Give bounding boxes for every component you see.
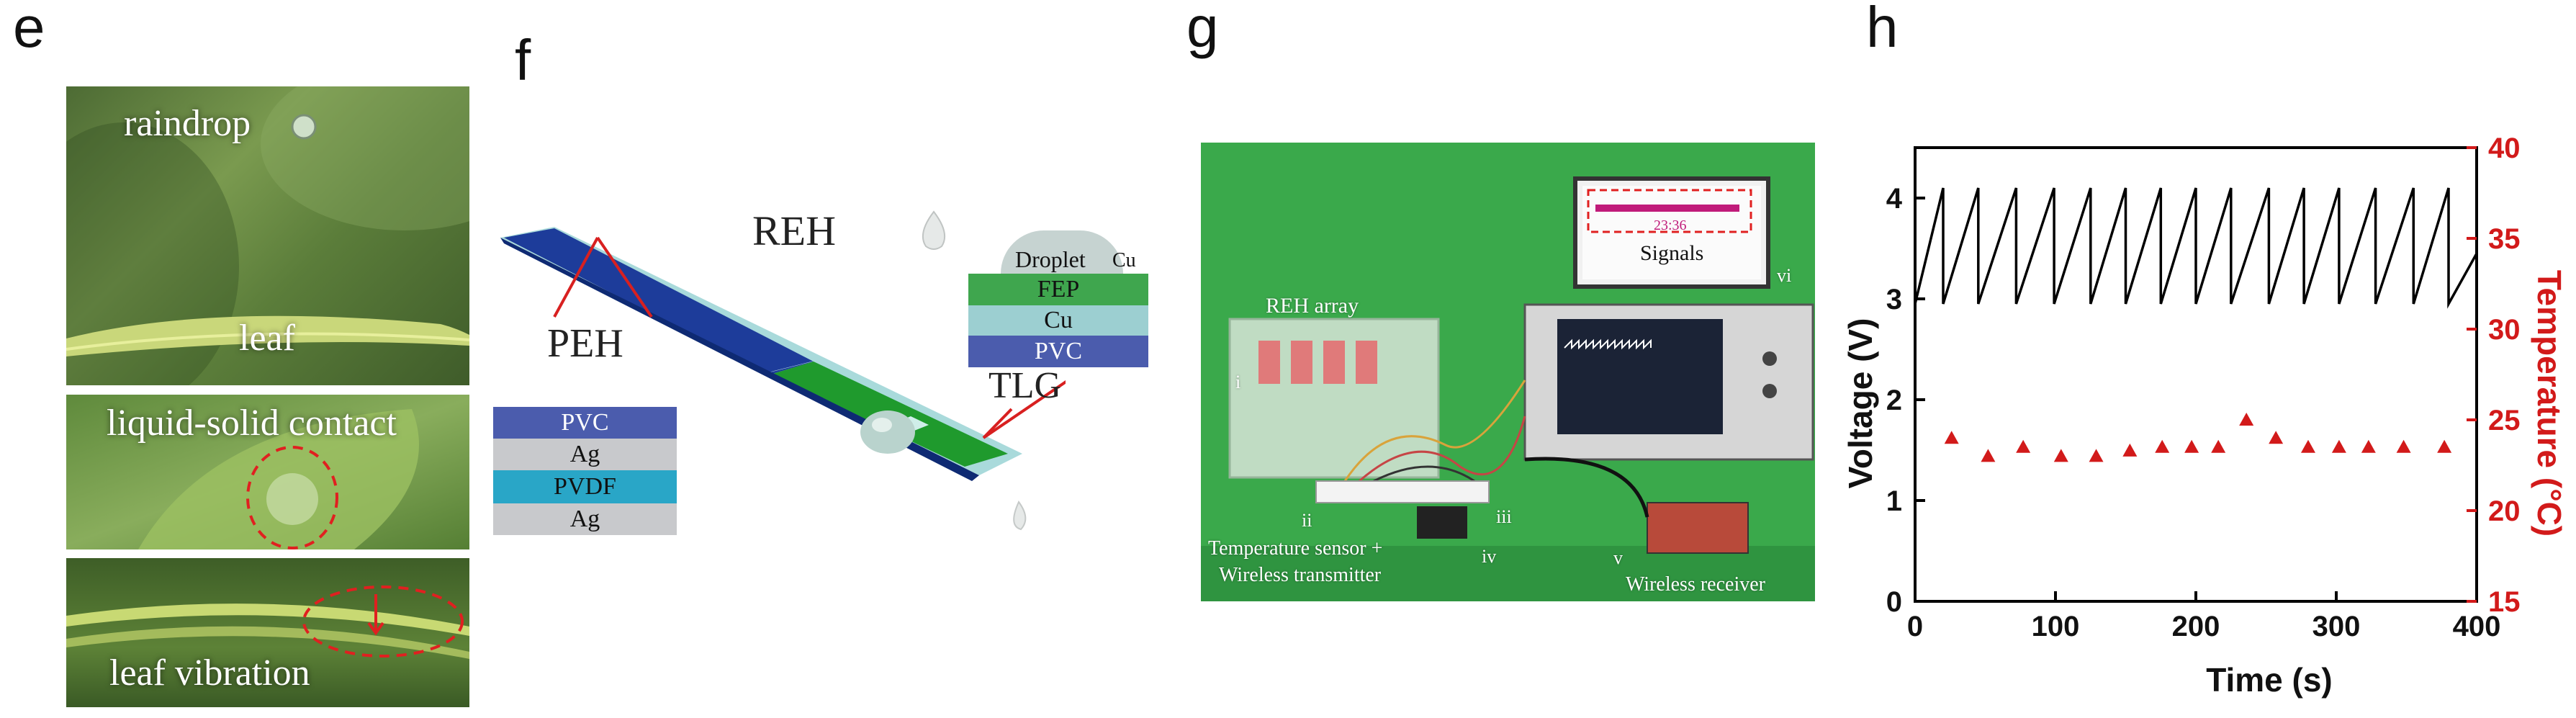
setup-photo-art — [1201, 143, 1815, 601]
y2-tick-label-20: 20 — [2488, 495, 2521, 527]
x-tick-label-400: 400 — [2453, 611, 2501, 642]
panel-letter-g: g — [1186, 0, 1219, 59]
wireless-tx-label: Wireless transmitter — [1219, 564, 1382, 586]
tlg-layer-cu: Cu — [968, 305, 1148, 336]
marker-iii: iii — [1496, 506, 1512, 527]
x-tick-label-200: 200 — [2172, 611, 2220, 642]
screen-time-label: 23:36 — [1654, 217, 1687, 233]
y-tick-label-1: 1 — [1886, 485, 1902, 517]
temperature-point-3 — [2053, 449, 2068, 462]
raindrop-photo-art — [66, 86, 469, 385]
tlg-layer-fep: FEP — [968, 274, 1148, 305]
panel-letter-h: h — [1866, 0, 1899, 59]
contact-highlight-circle — [246, 446, 338, 549]
contact-label: liquid-solid contact — [107, 403, 397, 444]
y-tick-label-4: 4 — [1886, 183, 1903, 215]
receiver-board — [1647, 502, 1749, 554]
reh-beam-diagram — [500, 227, 1066, 531]
tlg-title: TLG — [988, 365, 1062, 406]
temperature-point-6 — [2155, 439, 2170, 453]
vibration-label: leaf vibration — [109, 652, 310, 694]
vibration-photo-art — [66, 585, 469, 659]
x-axis-title: Time (s) — [2206, 661, 2333, 699]
temperature-point-7 — [2184, 439, 2199, 453]
marker-v: v — [1613, 547, 1623, 568]
temp-sensor-label: Temperature sensor + — [1208, 537, 1383, 560]
temperature-point-2 — [2016, 439, 2031, 453]
y2-tick-label-40: 40 — [2488, 133, 2521, 164]
marker-ii: ii — [1302, 510, 1312, 531]
peh-layer-pvdf: PVDF — [493, 470, 677, 503]
peh-layer-ag2: Ag — [493, 503, 677, 535]
y2-axis-title: Temperature (°C) — [2531, 270, 2568, 537]
reh-array-label: REH array — [1266, 294, 1359, 318]
y2-tick-label-30: 30 — [2488, 314, 2521, 346]
marker-vi: vi — [1777, 265, 1792, 286]
reh-title: REH — [752, 207, 836, 254]
temperature-point-5 — [2122, 443, 2138, 457]
temperature-point-13 — [2361, 439, 2376, 453]
marker-iv: iv — [1482, 546, 1497, 567]
contact-photo: liquid-solid contact — [66, 395, 469, 549]
panel-letter-f: f — [515, 28, 531, 92]
wireless-rx-label: Wireless receiver — [1626, 573, 1765, 596]
y-tick-label-0: 0 — [1886, 586, 1902, 618]
peh-title: PEH — [547, 321, 623, 366]
leaf-label: leaf — [239, 318, 295, 359]
x-tick-label-300: 300 — [2312, 611, 2361, 642]
x-tick-label-100: 100 — [2032, 611, 2080, 642]
peh-stack: PVC Ag PVDF Ag — [493, 407, 677, 535]
peh-layer-pvc: PVC — [493, 407, 677, 439]
contact-photo-art — [138, 409, 419, 549]
tlg-layer-pvc: PVC — [968, 336, 1148, 367]
y2-tick-label-25: 25 — [2488, 405, 2521, 436]
y-tick-label-3: 3 — [1886, 284, 1902, 315]
setup-photo: 23:36 Signals REH array i ii iii iv v vi… — [1201, 143, 1815, 601]
y-axis-title: Voltage (V) — [1842, 318, 1879, 489]
peh-layer-ag1: Ag — [493, 439, 677, 470]
sensor-board — [1417, 506, 1467, 539]
temperature-point-0 — [1944, 431, 1959, 444]
temperature-point-9 — [2239, 413, 2254, 426]
signals-highlight-box — [1587, 189, 1752, 233]
raindrop-label: raindrop — [124, 103, 251, 144]
tlg-droplet — [1001, 230, 1123, 274]
vibration-photo: leaf vibration — [66, 558, 469, 707]
tlg-stack: Droplet Cu FEP Cu PVC TLG — [968, 230, 1148, 406]
temperature-point-8 — [2211, 439, 2226, 453]
signals-label: Signals — [1640, 241, 1704, 265]
panel-letter-e: e — [13, 0, 45, 59]
marker-i: i — [1235, 372, 1241, 392]
temperature-point-11 — [2301, 439, 2315, 453]
temperature-point-10 — [2269, 431, 2284, 444]
temperature-point-14 — [2396, 439, 2411, 453]
temperature-point-1 — [1981, 449, 1996, 462]
y2-tick-label-15: 15 — [2488, 586, 2521, 618]
x-tick-label-0: 0 — [1907, 611, 1923, 642]
tlg-droplet-label: Droplet — [1015, 246, 1086, 272]
tlg-cu-top-label: Cu — [1112, 249, 1136, 272]
temperature-point-15 — [2437, 439, 2452, 453]
y-tick-label-2: 2 — [1886, 385, 1902, 416]
breadboard — [1315, 480, 1490, 503]
temperature-point-4 — [2089, 449, 2104, 462]
falling-droplet-icon — [922, 210, 946, 250]
y2-tick-label-35: 35 — [2488, 223, 2521, 255]
raindrop-photo: raindrop leaf — [66, 86, 469, 385]
voltage-series-line — [1914, 187, 2478, 309]
temperature-point-12 — [2331, 439, 2346, 453]
vibration-highlight-ellipse — [302, 585, 464, 658]
